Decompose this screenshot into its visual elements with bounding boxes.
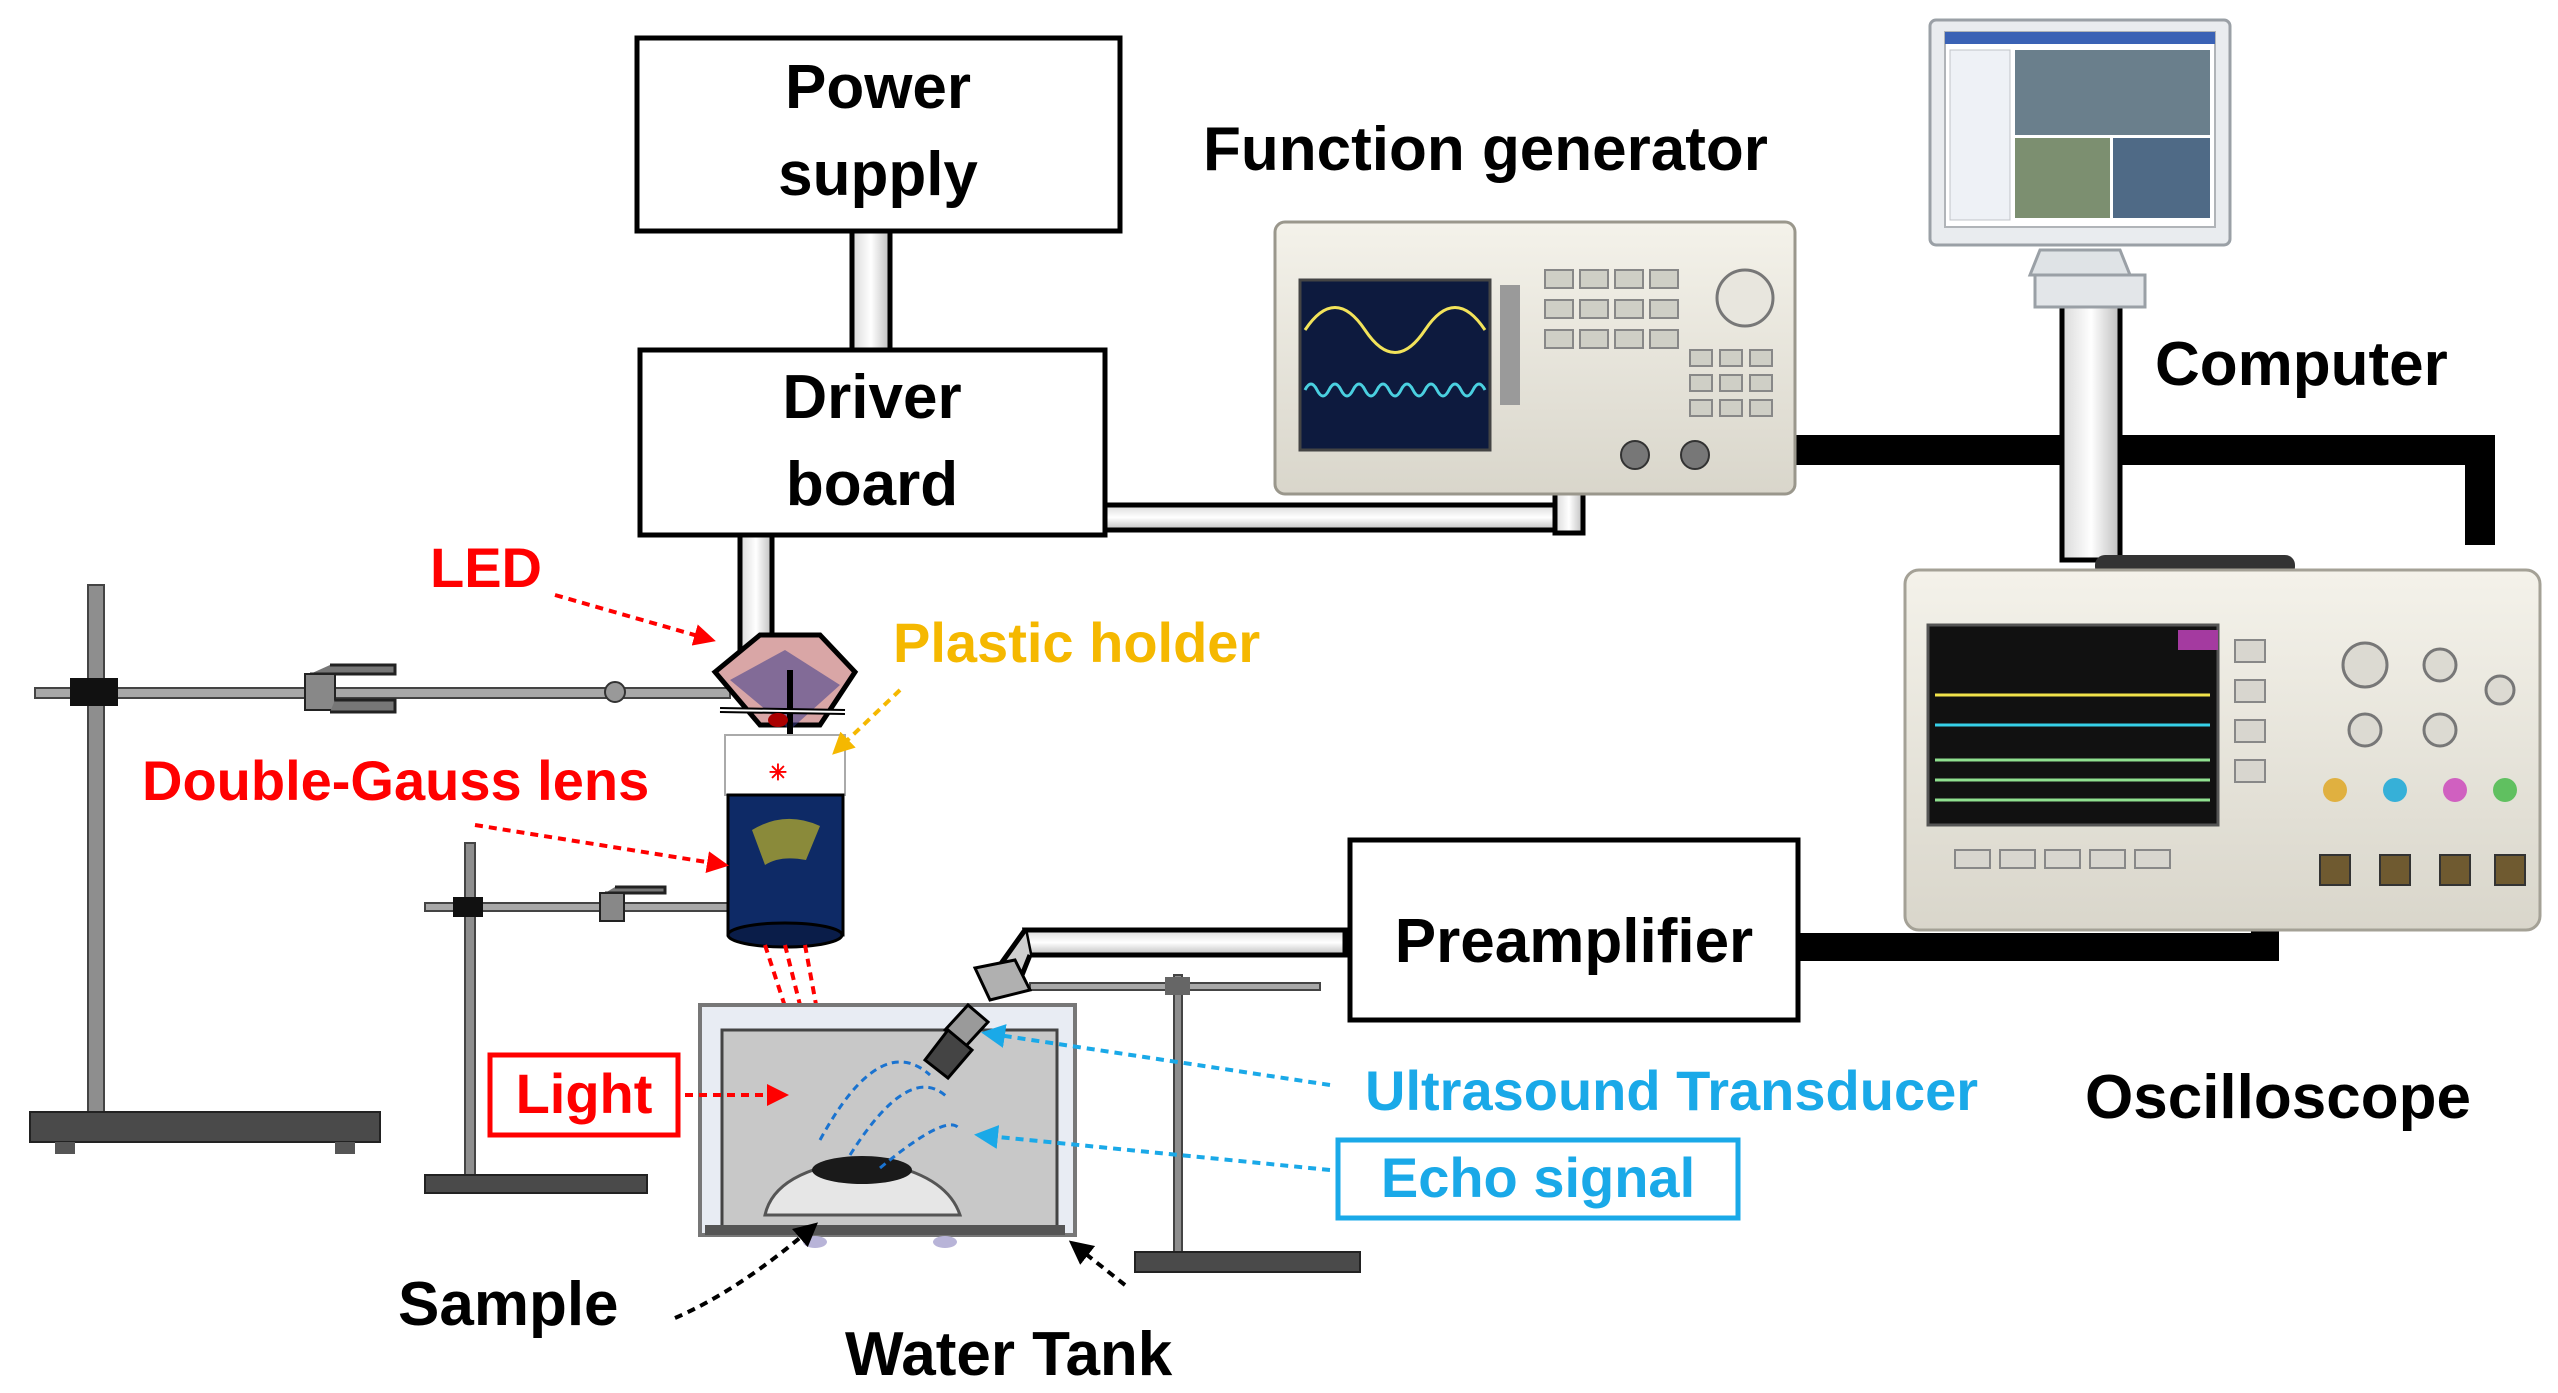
power-supply-line2: supply <box>778 140 978 209</box>
cable-transducer-preamplifier <box>1021 927 1348 958</box>
cable-power-driver <box>849 227 893 353</box>
ultrasound-transducer-label: Ultrasound Transducer <box>1365 1059 1978 1122</box>
sample-label: Sample <box>398 1270 619 1339</box>
double-gauss-lens-icon <box>726 793 845 949</box>
oscilloscope-label: Oscilloscope <box>2085 1063 2471 1132</box>
transducer-icon <box>922 958 1033 1081</box>
driver-board-line2: board <box>786 450 958 519</box>
oscilloscope-instrument-icon <box>1903 555 2542 932</box>
echo-signal-label: Echo signal <box>1381 1146 1695 1209</box>
driver-board-line1: Driver <box>782 363 961 432</box>
lab-stand-icon <box>29 584 1361 1273</box>
water-tank-icon <box>698 958 1077 1248</box>
light-label-box: Light <box>487 1052 681 1138</box>
double-gauss-lens-label: Double-Gauss lens <box>142 749 649 812</box>
cable-driver-function-generator <box>1102 502 1563 533</box>
cable-function-generator-oscilloscope <box>1745 435 2495 545</box>
water-tank-label: Water Tank <box>845 1320 1173 1388</box>
svg-text:✳: ✳ <box>769 760 787 785</box>
plastic-holder-label: Plastic holder <box>893 611 1260 674</box>
power-supply-line1: Power <box>785 53 971 122</box>
led-label: LED <box>430 536 542 599</box>
led-holder-assembly: ✳ <box>711 632 859 796</box>
echo-signal-label-box: Echo signal <box>1335 1137 1741 1221</box>
function-generator-label: Function generator <box>1203 115 1768 184</box>
computer-label: Computer <box>2155 330 2448 399</box>
function-generator-instrument-icon <box>1273 220 1797 496</box>
cable-computer-oscilloscope <box>2059 302 2123 563</box>
driver-board-box: Driver board <box>637 347 1108 538</box>
light-label: Light <box>516 1062 653 1125</box>
power-supply-box: Power supply <box>634 35 1123 234</box>
preamplifier-box: Preamplifier <box>1347 837 1801 1023</box>
monitor-icon <box>1928 18 2232 309</box>
preamplifier-label: Preamplifier <box>1395 907 1753 976</box>
